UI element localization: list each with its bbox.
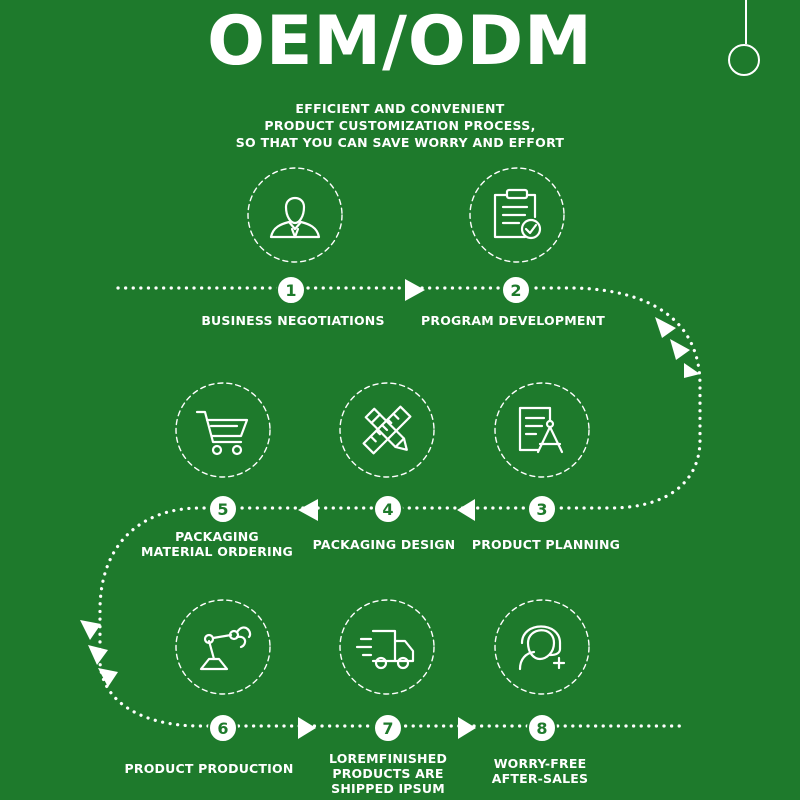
page-subtitle: EFFICIENT AND CONVENIENT PRODUCT CUSTOMI… — [150, 100, 650, 151]
subtitle-line: EFFICIENT AND CONVENIENT — [295, 101, 505, 116]
icon-circle — [494, 599, 590, 695]
subtitle-line: SO THAT YOU CAN SAVE WORRY AND EFFORT — [235, 135, 565, 150]
ruler-pencil-icon — [362, 405, 412, 455]
flow-arrow — [684, 363, 700, 378]
flow-arrow — [670, 339, 690, 360]
customer-service-icon — [518, 625, 566, 671]
step-label: PRODUCT PLANNING — [446, 537, 646, 552]
delivery-truck-icon — [355, 629, 415, 670]
subtitle-line: PRODUCT CUSTOMIZATION PROCESS, — [264, 118, 536, 133]
step-label: WORRY-FREE AFTER-SALES — [440, 756, 640, 786]
flow-arrow — [457, 499, 475, 521]
icon-circle — [247, 167, 343, 263]
shopping-cart-icon — [195, 410, 249, 456]
step-label-line: WORRY-FREE — [493, 756, 587, 771]
icon-circle — [469, 167, 565, 263]
icon-circle — [339, 599, 435, 695]
icon-circle — [494, 382, 590, 478]
step-label-line: BUSINESS NEGOTIATIONS — [201, 313, 385, 328]
robot-arm-icon — [199, 626, 252, 671]
step-node — [373, 494, 403, 524]
step-label-line: PRODUCT PRODUCTION — [124, 761, 294, 776]
businessman-icon — [269, 196, 321, 239]
step-node — [208, 494, 238, 524]
flow-arrow — [405, 279, 425, 301]
icon-circle — [175, 599, 271, 695]
step-label-line: LOREMFINISHED — [328, 751, 448, 766]
step-number: 4 — [382, 500, 393, 519]
step-node — [373, 713, 403, 743]
flow-arrow — [655, 317, 676, 338]
step-label: PROGRAM DEVELOPMENT — [413, 313, 613, 328]
step-label: LOREMFINISHED PRODUCTS ARE SHIPPED IPSUM — [288, 751, 488, 796]
document-compass-icon — [518, 406, 564, 454]
step-label-line: PRODUCTS ARE — [332, 766, 444, 781]
step-number: 6 — [217, 719, 228, 738]
flow-arrow — [80, 620, 101, 640]
step-label-line: PACKAGING — [175, 529, 259, 544]
step-label: PACKAGING MATERIAL ORDERING — [117, 529, 317, 559]
step-node — [276, 275, 306, 305]
step-number: 3 — [536, 500, 547, 519]
flow-arrow — [98, 668, 118, 687]
icon-circle — [339, 382, 435, 478]
step-label-line: PRODUCT PLANNING — [471, 537, 621, 552]
hanging-line — [745, 0, 747, 44]
flow-arrow — [458, 717, 476, 739]
clipboard-check-icon — [493, 188, 542, 240]
dotted-path — [98, 286, 702, 728]
step-label-line: MATERIAL ORDERING — [140, 544, 294, 559]
step-label: PRODUCT PRODUCTION — [109, 761, 309, 776]
step-number: 8 — [536, 719, 547, 738]
step-label-line: AFTER-SALES — [491, 771, 589, 786]
step-label-line: SHIPPED IPSUM — [331, 781, 445, 796]
step-node — [501, 275, 531, 305]
hanging-ring — [728, 44, 760, 76]
step-number: 7 — [382, 719, 393, 738]
step-number: 2 — [510, 281, 521, 300]
step-node — [527, 494, 557, 524]
flow-arrow — [88, 645, 108, 665]
step-label-line: PACKAGING DESIGN — [312, 537, 456, 552]
step-label-line: PROGRAM DEVELOPMENT — [421, 313, 605, 328]
step-number: 5 — [217, 500, 228, 519]
page-title: OEM/ODM — [207, 2, 593, 81]
step-label: BUSINESS NEGOTIATIONS — [193, 313, 393, 328]
flow-arrow — [298, 717, 316, 739]
step-number: 1 — [285, 281, 296, 300]
icon-circle — [175, 382, 271, 478]
step-node — [208, 713, 238, 743]
step-node — [527, 713, 557, 743]
step-label: PACKAGING DESIGN — [284, 537, 484, 552]
flow-arrow — [298, 499, 318, 521]
